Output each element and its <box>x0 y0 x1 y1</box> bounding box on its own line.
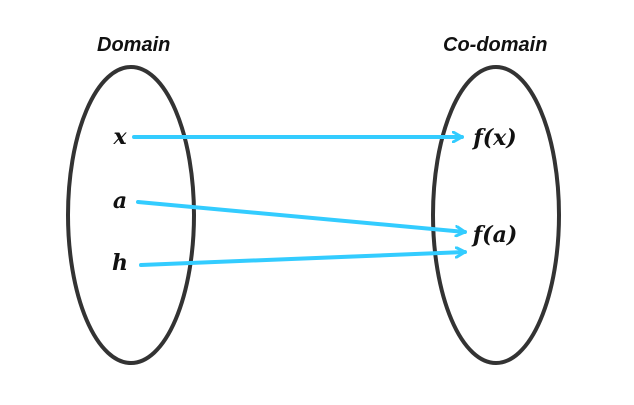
codomain-element-fx: f(x) <box>471 125 516 151</box>
codomain-title: Co-domain <box>443 34 548 56</box>
mapping-arrow-h-to-fa <box>139 252 467 267</box>
codomain-ellipse <box>431 65 561 365</box>
domain-ellipse <box>66 65 196 365</box>
mapping-arrow-a-to-fa <box>136 200 467 232</box>
domain-title: Domain <box>97 34 171 56</box>
domain-element-x: x <box>112 124 127 150</box>
domain-element-h: h <box>112 250 128 276</box>
domain-element-a: a <box>113 188 127 214</box>
codomain-element-fa: f(a) <box>471 222 518 248</box>
